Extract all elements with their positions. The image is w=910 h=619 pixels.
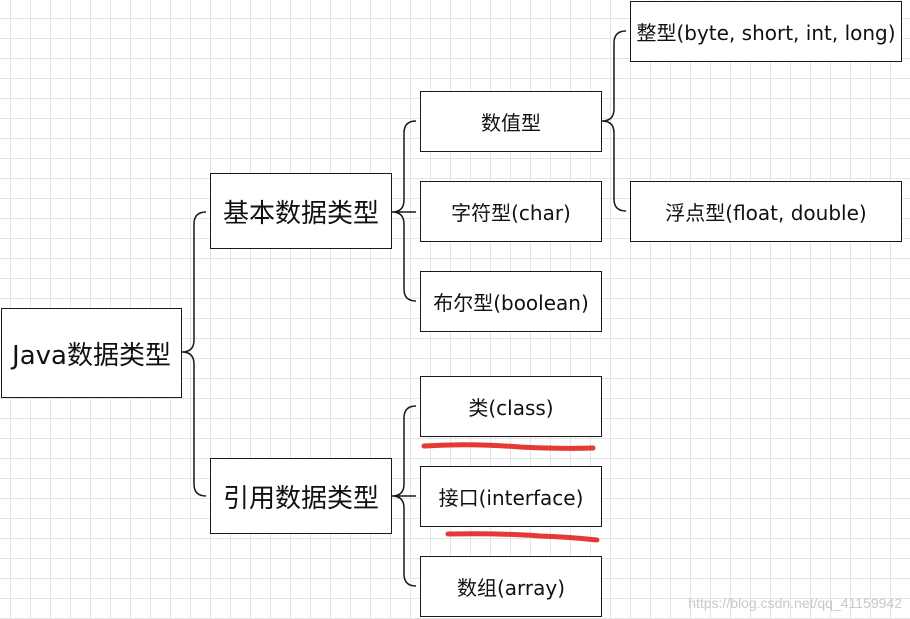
node-integer-type: 整型(byte, short, int, long)	[630, 1, 902, 62]
watermark-text: https://blog.csdn.net/qq_41159942	[688, 595, 902, 611]
highlight-underline-interface	[445, 531, 600, 543]
node-class-type: 类(class)	[420, 376, 602, 437]
highlight-underline-class	[421, 442, 596, 451]
node-char-type: 字符型(char)	[420, 181, 602, 242]
node-primitive-types: 基本数据类型	[210, 173, 392, 249]
node-numeric-type: 数值型	[420, 91, 602, 152]
node-interface-type: 接口(interface)	[420, 466, 602, 527]
brace-reference	[391, 405, 417, 587]
brace-numeric	[601, 30, 627, 212]
node-array-type: 数组(array)	[420, 556, 602, 617]
node-reference-types: 引用数据类型	[210, 458, 392, 534]
node-float-type: 浮点型(float, double)	[630, 181, 902, 242]
node-boolean-type: 布尔型(boolean)	[420, 271, 602, 332]
brace-primitive	[391, 120, 417, 302]
brace-root	[181, 211, 207, 497]
node-java-data-types: Java数据类型	[1, 308, 182, 398]
